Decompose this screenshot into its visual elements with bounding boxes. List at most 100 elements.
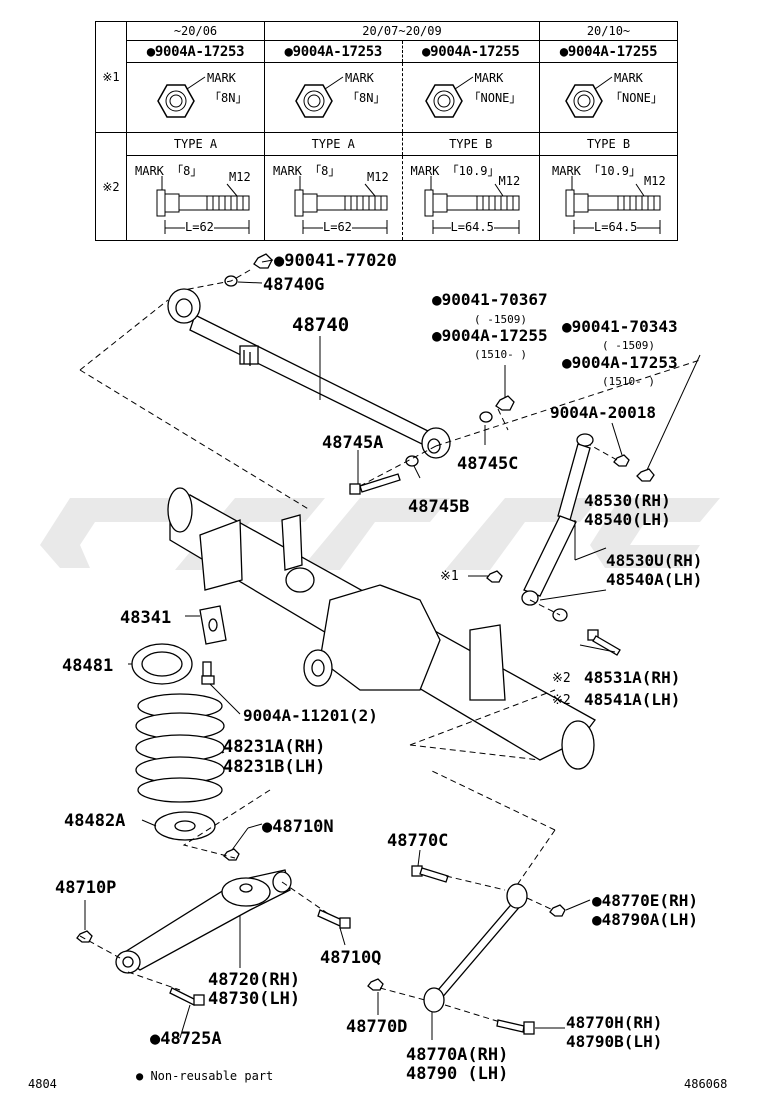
callout-label: 48530(RH): [584, 491, 671, 510]
callout-label: 48770A(RH): [406, 1045, 508, 1065]
lateral-link-part: [423, 883, 528, 1013]
nut-mark: 「8N」: [347, 90, 386, 105]
bolt-length: L=64.5: [594, 220, 638, 234]
figure-code-left: 4804: [28, 1077, 57, 1091]
bolt-type: TYPE A: [264, 132, 403, 156]
variant-table: ※1 ~20/06 20/07~20/09 20/10~ ●9004A-1725…: [95, 20, 678, 241]
bolt-part: [411, 865, 449, 883]
nut-part: [367, 978, 384, 991]
callout-label: 48530U(RH): [606, 551, 702, 570]
nut-part-number: ●9004A-17255: [401, 40, 540, 63]
callout-label: 48740: [292, 314, 349, 336]
callout-date: ( -1509): [474, 313, 527, 326]
thread-size: M12: [498, 174, 521, 188]
callout-label: 48541A(LH): [584, 690, 680, 709]
bolt-type: TYPE B: [401, 132, 540, 156]
bolt-illustration: MARK 「8」 M12 L=62: [264, 155, 403, 241]
bolt-part: [317, 909, 351, 929]
bolt-part: [587, 629, 621, 656]
thread-size: M12: [229, 170, 251, 184]
callout-label: 48790 (LH): [406, 1064, 508, 1084]
bolt-part: [496, 1019, 535, 1035]
nut-part: [253, 253, 273, 269]
hex-nut-icon: [424, 76, 473, 118]
bolt-illustration: MARK 「8」 M12 L=62: [126, 155, 265, 241]
callout-label: 9004A-11201(2): [243, 706, 378, 725]
callout-label: 48531A(RH): [584, 668, 680, 687]
bolt-length: L=62: [323, 220, 352, 234]
callout-label: 48730(LH): [208, 989, 300, 1009]
bolt-illustration: MARK 「10.9」 M12 L=64.5: [401, 155, 540, 241]
callout-label: ●90041-70343: [562, 317, 678, 336]
bolt-mark: MARK 「10.9」: [552, 164, 642, 178]
mark-label: MARK: [614, 70, 643, 85]
flange-bolt-icon: [565, 176, 661, 234]
bolt-length: L=62: [185, 220, 214, 234]
thread-size: M12: [367, 170, 389, 184]
nut-part-number: ●9004A-17253: [264, 40, 403, 63]
nut-part: [486, 570, 503, 583]
callout-label: 48481: [62, 656, 113, 676]
nut-part: [223, 848, 240, 861]
nut-part: [495, 395, 515, 411]
axle-housing-part: [167, 487, 596, 770]
callout-label: 48770D: [346, 1017, 407, 1037]
callout-label: ●9004A-17255: [432, 326, 548, 345]
bump-stopper-part: [199, 605, 227, 645]
callout-label: ●48710N: [262, 817, 334, 837]
callout-label: ●48725A: [150, 1029, 222, 1049]
lateral-rod-part: [167, 288, 451, 459]
nut-mark: 「NONE」: [610, 90, 663, 105]
callout-label: 48770H(RH): [566, 1013, 662, 1032]
washer-part: [479, 411, 493, 423]
hex-nut-icon: [157, 76, 206, 118]
callout-label: 48341: [120, 608, 171, 628]
callout-label: 48231B(LH): [223, 757, 325, 777]
figure-code-right: 486068: [684, 1077, 728, 1091]
nut-part: [549, 904, 566, 917]
callout-label: ●90041-77020: [274, 251, 397, 271]
callout-label: 48745B: [408, 497, 469, 517]
note-marker: ※2: [552, 693, 571, 708]
callout-date: ( -1509): [602, 339, 655, 352]
callout-label: 48710P: [55, 878, 116, 898]
nut-part: [76, 930, 93, 943]
period-header: 20/10~: [539, 20, 678, 42]
nut-part: [613, 454, 630, 467]
spring-seat-part: [131, 643, 193, 685]
bolt-part: [169, 987, 205, 1006]
period-header: 20/07~20/09: [264, 20, 540, 42]
nut-illustration: MARK 「NONE」: [539, 61, 678, 134]
callout-label: 48540(LH): [584, 510, 671, 529]
hex-nut-icon: [565, 76, 613, 118]
bolt-mark: MARK 「8」: [273, 164, 341, 178]
nut-illustration: MARK 「NONE」: [401, 61, 540, 134]
callout-label: 48745C: [457, 454, 518, 474]
trailing-arm-part: [115, 869, 292, 974]
callout-label: 48770C: [387, 831, 448, 851]
bolt-length: L=64.5: [450, 220, 494, 234]
callout-label: ●48770E(RH): [592, 891, 698, 910]
spring-insulator-part: [154, 811, 216, 841]
coil-spring-part: [135, 693, 225, 803]
mark-label: MARK: [345, 70, 374, 85]
callout-label: 48540A(LH): [606, 570, 702, 589]
flange-bolt-icon: [294, 176, 388, 234]
callout-label: ●9004A-17253: [562, 353, 678, 372]
nut-part-number: ●9004A-17253: [126, 40, 265, 63]
bolt-part: [349, 473, 401, 495]
row-label-2: ※2: [95, 132, 127, 241]
nut-part-number: ●9004A-17255: [539, 40, 678, 63]
hex-nut-icon: [295, 76, 344, 118]
nut-illustration: MARK 「8N」: [264, 61, 403, 134]
callout-label: 48710Q: [320, 948, 381, 968]
callout-date: (1510- ): [474, 348, 527, 361]
mark-label: MARK: [474, 70, 504, 85]
note-marker: ※1: [440, 569, 459, 584]
nut-part: [636, 468, 655, 482]
bolt-illustration: MARK 「10.9」 M12 L=64.5: [539, 155, 678, 241]
callout-label: 48482A: [64, 811, 125, 831]
bolt-mark: MARK 「8」: [135, 164, 203, 178]
callout-label: 48231A(RH): [223, 737, 325, 757]
